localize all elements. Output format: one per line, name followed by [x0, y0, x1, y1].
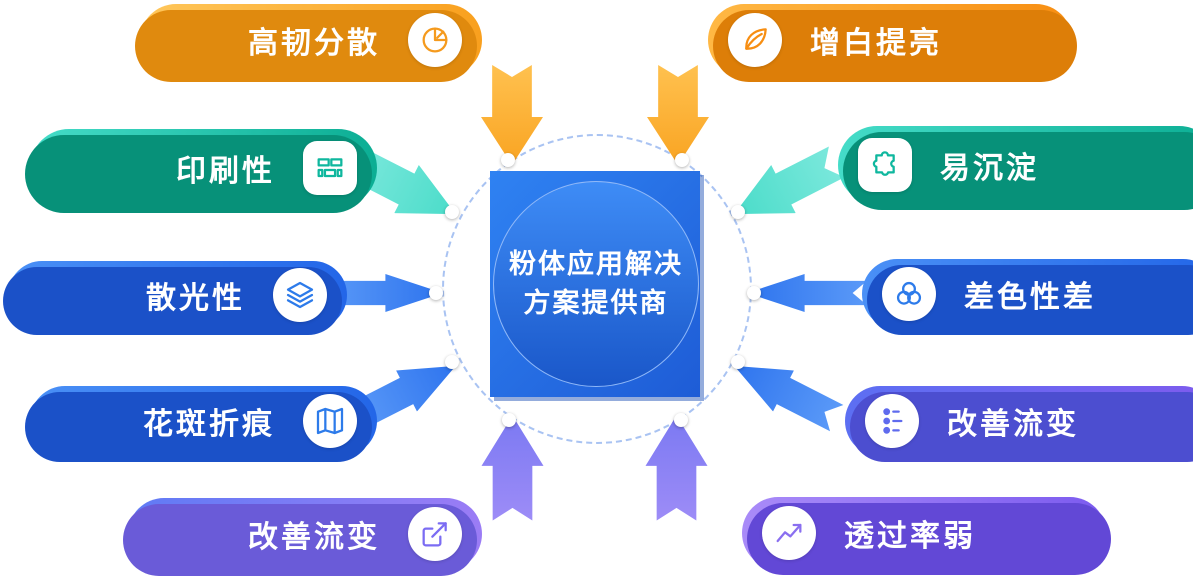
pill-printability: 印刷性 — [30, 129, 377, 207]
pie-chart-icon — [408, 13, 462, 67]
pill-dispersion: 高韧分散 — [140, 4, 482, 76]
connector-dot — [501, 153, 515, 167]
pill-label: 透过率弱 — [844, 520, 976, 553]
pill-label: 散光性 — [146, 282, 245, 315]
pill-mottle-crease: 花斑折痕 — [30, 386, 377, 456]
leaf-icon — [728, 13, 782, 67]
map-icon — [303, 394, 357, 448]
pill-sedimentation: 易沉淀 — [838, 126, 1193, 204]
pill-label: 改善流变 — [248, 521, 380, 554]
connector-dot — [675, 153, 689, 167]
pill-label: 差色性差 — [964, 281, 1096, 314]
arrow-upper-right — [722, 138, 849, 238]
connector-dot — [502, 413, 516, 427]
connector-dot — [445, 355, 459, 369]
pill-label: 高韧分散 — [248, 27, 380, 60]
connector-dot — [445, 205, 459, 219]
pill-label: 改善流变 — [947, 408, 1079, 441]
pill-label: 增白提亮 — [810, 27, 942, 60]
trend-pen-icon — [408, 507, 462, 561]
arrow-bottom-left — [482, 416, 544, 521]
arrow-mid-right — [747, 274, 867, 312]
overlap-circles-icon — [882, 267, 936, 321]
pill-rheology-right: 改善流变 — [845, 386, 1193, 456]
pill-color-difference: 差色性差 — [862, 259, 1193, 329]
pill-transmittance: 透过率弱 — [742, 497, 1106, 569]
pill-label: 易沉淀 — [940, 152, 1039, 185]
connector-dot — [731, 205, 745, 219]
center-title-line1: 粉体应用解决 — [509, 248, 683, 279]
center-circle: 粉体应用解决 方案提供商 — [493, 181, 699, 387]
dots-slider-icon — [865, 394, 919, 448]
pill-label: 印刷性 — [176, 155, 275, 188]
puzzle-icon — [858, 138, 912, 192]
print-bricks-icon — [303, 141, 357, 195]
connector-dot — [674, 413, 688, 427]
pill-light-scattering: 散光性 — [8, 261, 347, 329]
center-title-line2: 方案提供商 — [523, 288, 669, 318]
connector-dot — [747, 286, 761, 300]
pill-label: 花斑折痕 — [143, 408, 275, 441]
layers-icon — [273, 268, 327, 322]
line-chart-icon — [762, 506, 816, 560]
connector-dot — [731, 355, 745, 369]
pill-rheology-left: 改善流变 — [128, 498, 482, 570]
connector-dot — [429, 286, 443, 300]
pill-whitening: 增白提亮 — [708, 4, 1072, 76]
